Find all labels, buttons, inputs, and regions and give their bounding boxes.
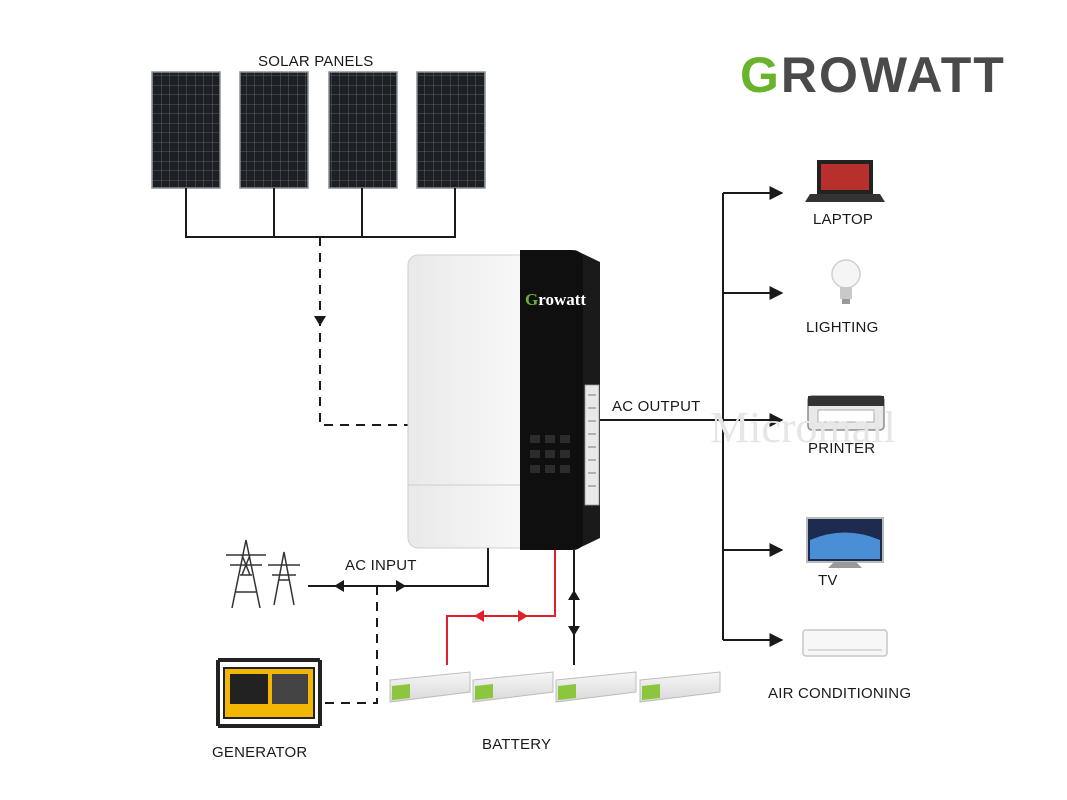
- printer-label: PRINTER: [808, 440, 876, 457]
- ac-output-label: AC OUTPUT: [612, 398, 701, 415]
- solar-panel: [151, 71, 221, 189]
- laptop-label: LAPTOP: [813, 211, 874, 228]
- tv-icon: [806, 517, 884, 568]
- inverter: [407, 250, 600, 550]
- battery-wiring: [446, 550, 575, 665]
- lighting-label: LIGHTING: [806, 319, 879, 336]
- solar-panels-label: SOLAR PANELS: [258, 53, 374, 70]
- solar-panel: [239, 71, 309, 189]
- ac-output-wiring: [600, 186, 784, 647]
- tv-label: TV: [818, 572, 838, 589]
- growatt-logo: GROWATT: [740, 47, 1006, 103]
- battery-icon: [389, 671, 471, 703]
- ac-input-wiring: [308, 548, 489, 704]
- air-conditioner-icon: [802, 629, 888, 657]
- solar-panel: [416, 71, 486, 189]
- battery-label: BATTERY: [482, 736, 552, 753]
- batteries: [389, 671, 721, 703]
- printer-icon: [807, 395, 885, 431]
- right-arrow-icon: [396, 580, 406, 592]
- panel-wiring: [185, 188, 456, 426]
- watermark: Micromall: [710, 403, 896, 452]
- battery-icon: [472, 671, 554, 703]
- red-right-arrow-icon: [518, 610, 528, 622]
- red-left-arrow-icon: [474, 610, 484, 622]
- battery-icon: [555, 671, 637, 703]
- generator-icon: [216, 658, 322, 728]
- solar-panels: [151, 71, 486, 189]
- down-arrow-icon: [568, 626, 580, 636]
- inverter-brand-label: Growatt: [525, 290, 587, 309]
- battery-icon: [639, 671, 721, 703]
- laptop-icon: [805, 160, 885, 202]
- solar-panel: [328, 71, 398, 189]
- up-arrow-icon: [568, 590, 580, 600]
- ac-input-label: AC INPUT: [345, 557, 417, 574]
- air-conditioning-label: AIR CONDITIONING: [768, 685, 912, 702]
- generator-label: GENERATOR: [212, 744, 308, 761]
- power-tower-icon: [226, 539, 300, 609]
- left-arrow-icon: [334, 580, 344, 592]
- light-bulb-icon: [831, 259, 861, 304]
- down-arrow-icon: [314, 316, 326, 326]
